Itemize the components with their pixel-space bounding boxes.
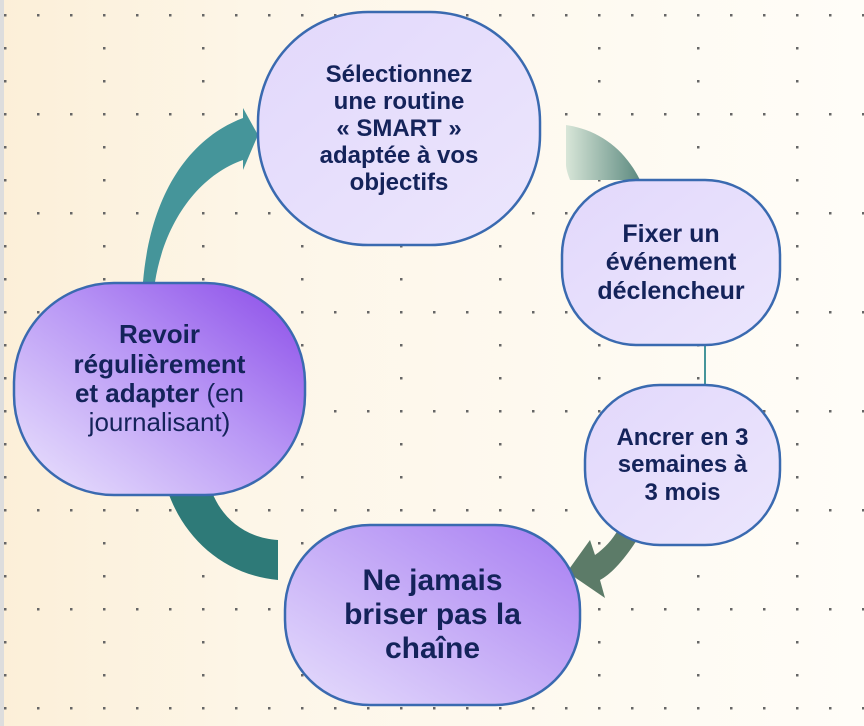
node-text-line: Ne jamais — [362, 564, 503, 598]
node-trigger-shape — [560, 178, 782, 347]
node-select: Sélectionnez une routine « SMART » adapt… — [258, 12, 540, 245]
arrow-anchor-to-chain — [567, 530, 640, 598]
node-review-shape — [12, 281, 307, 497]
node-text-line: Ancrer en 3 — [616, 424, 749, 452]
node-text-line: déclencheur — [597, 276, 745, 305]
node-text-line: et adapter (en — [74, 378, 246, 408]
node-text-line: événement — [605, 248, 737, 277]
node-text-line: Revoir — [119, 319, 200, 350]
node-text-line: Fixer un — [622, 220, 720, 249]
arrow-review-to-select — [143, 108, 258, 282]
arrow-chain-to-review — [168, 492, 278, 580]
node-select-shape — [256, 10, 542, 247]
node-text-line: 3 mois — [644, 478, 721, 506]
node-chain: Ne jamais briser pas la chaîne — [285, 525, 580, 705]
node-text-line: semaines à — [617, 451, 748, 479]
node-trigger: Fixer un événement déclencheur — [562, 180, 780, 345]
node-chain-shape — [283, 523, 582, 707]
node-text-line: « SMART » — [336, 114, 462, 142]
node-text-line: Sélectionnez — [325, 60, 473, 88]
node-text-line: journalisant) — [88, 407, 231, 438]
node-text-line: adaptée à vos — [319, 142, 479, 170]
node-text-line: chaîne — [384, 631, 481, 665]
node-anchor: Ancrer en 3 semaines à 3 mois — [585, 385, 780, 545]
node-anchor-shape — [583, 383, 782, 547]
node-text-line: une routine — [333, 87, 465, 115]
node-text-line: objectifs — [349, 169, 449, 197]
node-text-line: régulièrement — [73, 348, 246, 379]
node-text-light: (en — [199, 378, 245, 408]
node-review: Revoir régulièrement et adapter (en jour… — [14, 283, 305, 495]
node-text-line: briser pas la — [344, 598, 521, 632]
arrow-select-to-trigger — [566, 125, 640, 180]
node-text-bold: et adapter — [74, 378, 200, 408]
